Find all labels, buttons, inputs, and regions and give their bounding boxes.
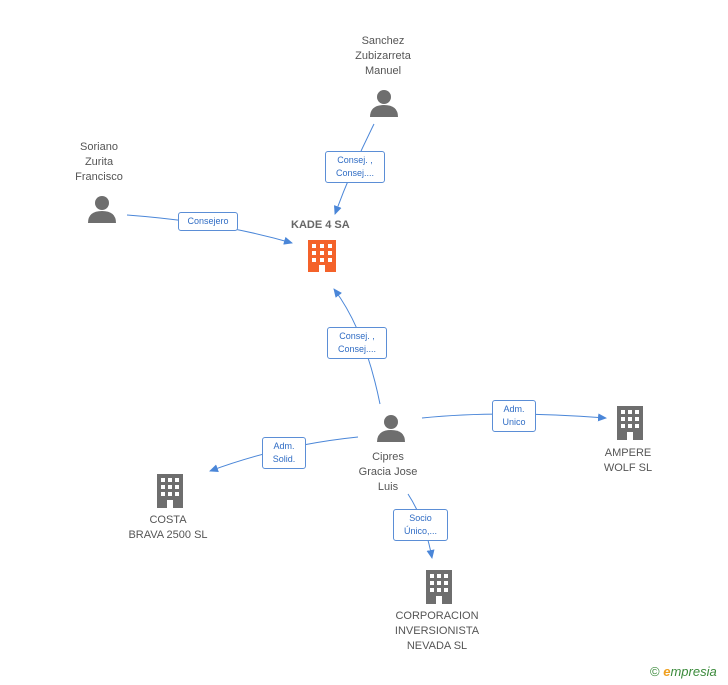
edge-label-cipres-costa[interactable]: Adm. Solid. bbox=[262, 437, 306, 469]
building-icon[interactable] bbox=[155, 474, 185, 513]
edge-label-soriano-kade[interactable]: Consejero bbox=[178, 212, 238, 231]
company-name-costa[interactable]: COSTA BRAVA 2500 SL bbox=[128, 514, 208, 541]
brand-logo-text: mpresia bbox=[670, 664, 717, 679]
building-icon[interactable] bbox=[615, 406, 645, 445]
edge-label-cipres-kade[interactable]: Consej. , Consej.... bbox=[327, 327, 387, 359]
building-icon[interactable] bbox=[424, 570, 454, 609]
company-name-corporacion[interactable]: CORPORACION INVERSIONISTA NEVADA SL bbox=[394, 610, 480, 652]
copyright-brand: © empresia bbox=[650, 664, 717, 679]
edge-label-sanchez-kade[interactable]: Consej. , Consej.... bbox=[325, 151, 385, 183]
center-building-icon[interactable] bbox=[306, 240, 338, 279]
brand-logo-e: e bbox=[663, 664, 671, 679]
copyright-symbol: © bbox=[650, 664, 660, 679]
center-company-name[interactable]: KADE 4 SA bbox=[291, 219, 350, 231]
person-name-sanchez[interactable]: Sanchez Zubizarreta Manuel bbox=[355, 35, 411, 77]
person-icon[interactable] bbox=[370, 89, 398, 122]
company-name-ampere[interactable]: AMPERE WOLF SL bbox=[603, 447, 653, 474]
edge-label-cipres-corporacion[interactable]: Socio Único,... bbox=[393, 509, 448, 541]
person-name-soriano[interactable]: Soriano Zurita Francisco bbox=[75, 141, 123, 183]
person-name-cipres[interactable]: Cipres Gracia Jose Luis bbox=[358, 451, 418, 493]
person-icon[interactable] bbox=[88, 195, 116, 228]
person-icon[interactable] bbox=[377, 414, 405, 447]
edge-label-cipres-ampere[interactable]: Adm. Unico bbox=[492, 400, 536, 432]
